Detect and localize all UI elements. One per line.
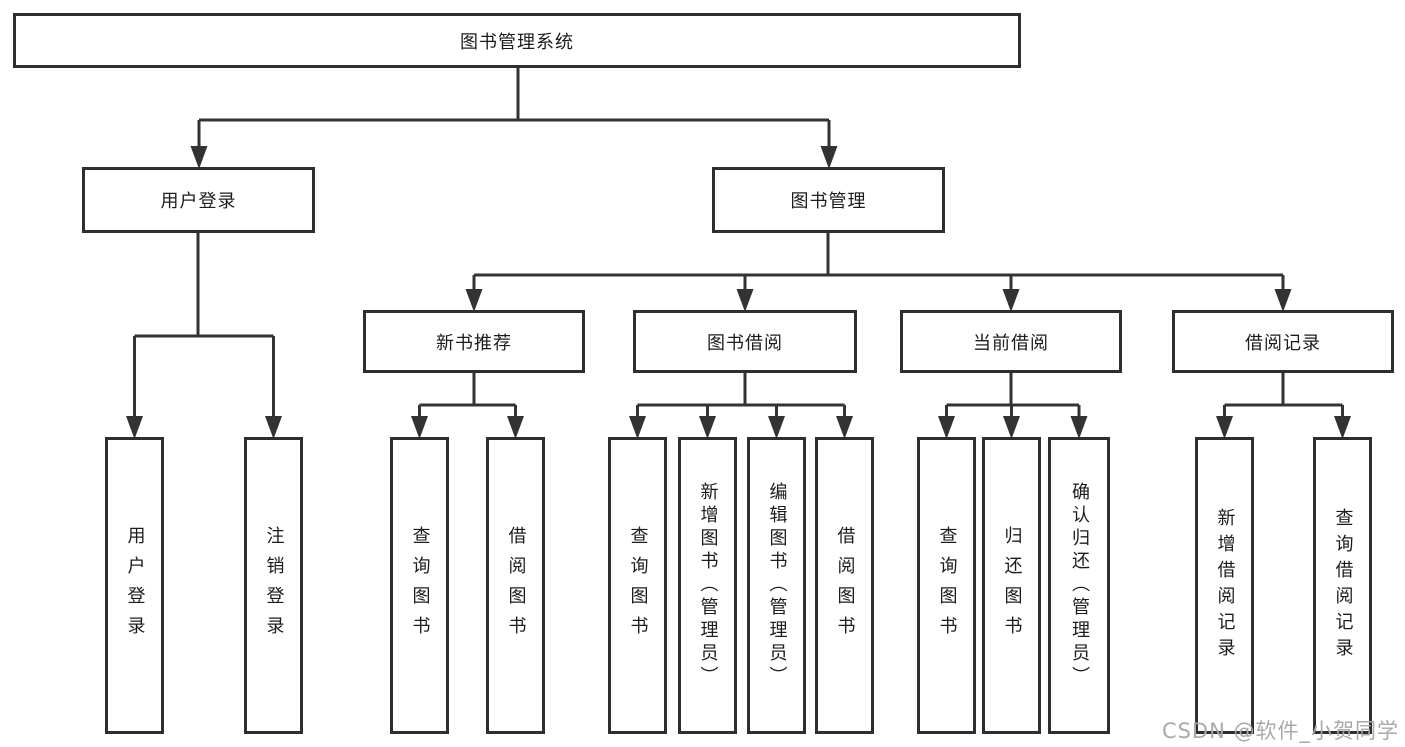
leaf-nb-query-books: 查询图书 [390, 437, 449, 734]
node-book-borrow: 图书借阅 [633, 310, 857, 373]
node-new-book-recommend: 新书推荐 [363, 310, 585, 373]
arrowhead [820, 146, 838, 169]
leaf-bb-edit-books-admin: 编辑图书（管理员） [747, 437, 806, 734]
node-new-book-recommend-label: 新书推荐 [436, 332, 512, 354]
node-book-management-label: 图书管理 [790, 191, 867, 212]
arrowhead [465, 289, 483, 312]
node-borrow-records-label: 借阅记录 [1245, 332, 1321, 354]
leaf-nb-borrow-books: 借阅图书 [486, 437, 545, 734]
connector-current-borrow-children [945, 373, 1081, 420]
leaf-bb-borrow-books: 借阅图书 [815, 437, 874, 734]
node-current-borrow: 当前借阅 [900, 310, 1122, 373]
arrowhead [265, 416, 282, 439]
leaf-bb-query-books: 查询图书 [608, 437, 667, 734]
leaf-cb-confirm-return-admin: 确认归还（管理员） [1048, 437, 1110, 734]
arrowhead [190, 146, 208, 169]
arrowhead [126, 416, 143, 439]
node-book-borrow-label: 图书借阅 [707, 332, 783, 354]
arrowhead [1334, 416, 1351, 439]
leaf-br-query-borrow-record: 查询借阅记录 [1313, 437, 1372, 734]
leaf-br-add-borrow-record: 新增借阅记录 [1195, 437, 1254, 734]
arrowhead [699, 416, 716, 439]
csdn-watermark: CSDN @软件_小贺同学 [1161, 719, 1399, 743]
leaf-bb-add-books-admin: 新增图书（管理员） [678, 437, 737, 734]
arrowhead [1070, 416, 1088, 439]
connector-book-mgmt-to-level3 [472, 233, 1285, 293]
node-user-login-label: 用户登录 [160, 191, 237, 212]
leaf-cb-query-books: 查询图书 [917, 437, 976, 734]
arrowheads [126, 146, 1351, 439]
leaf-user-login: 用户登录 [105, 437, 164, 734]
arrowhead [629, 416, 646, 439]
arrowhead [1002, 289, 1020, 312]
node-borrow-records: 借阅记录 [1172, 310, 1394, 373]
connector-borrow-records-children [1223, 373, 1344, 420]
connector-root-to-level2 [197, 68, 831, 150]
arrowhead [1274, 289, 1292, 312]
connector-book-borrow-children [636, 373, 846, 420]
arrowhead [507, 416, 524, 439]
arrowhead [736, 289, 754, 312]
arrowhead [1216, 416, 1233, 439]
node-book-management: 图书管理 [712, 167, 945, 233]
connector-user-login-children [133, 233, 275, 420]
arrowhead [768, 416, 785, 439]
leaf-cb-return-books: 归还图书 [982, 437, 1041, 734]
node-root: 图书管理系统 [13, 13, 1021, 68]
arrowhead [411, 416, 428, 439]
arrowhead [938, 416, 955, 439]
arrowhead [1003, 416, 1020, 439]
leaf-logout-login: 注销登录 [244, 437, 303, 734]
node-user-login: 用户登录 [82, 167, 315, 233]
arrowhead [836, 416, 853, 439]
connector-new-book-children [418, 373, 517, 420]
node-root-label: 图书管理系统 [460, 31, 574, 53]
node-current-borrow-label: 当前借阅 [973, 332, 1049, 354]
